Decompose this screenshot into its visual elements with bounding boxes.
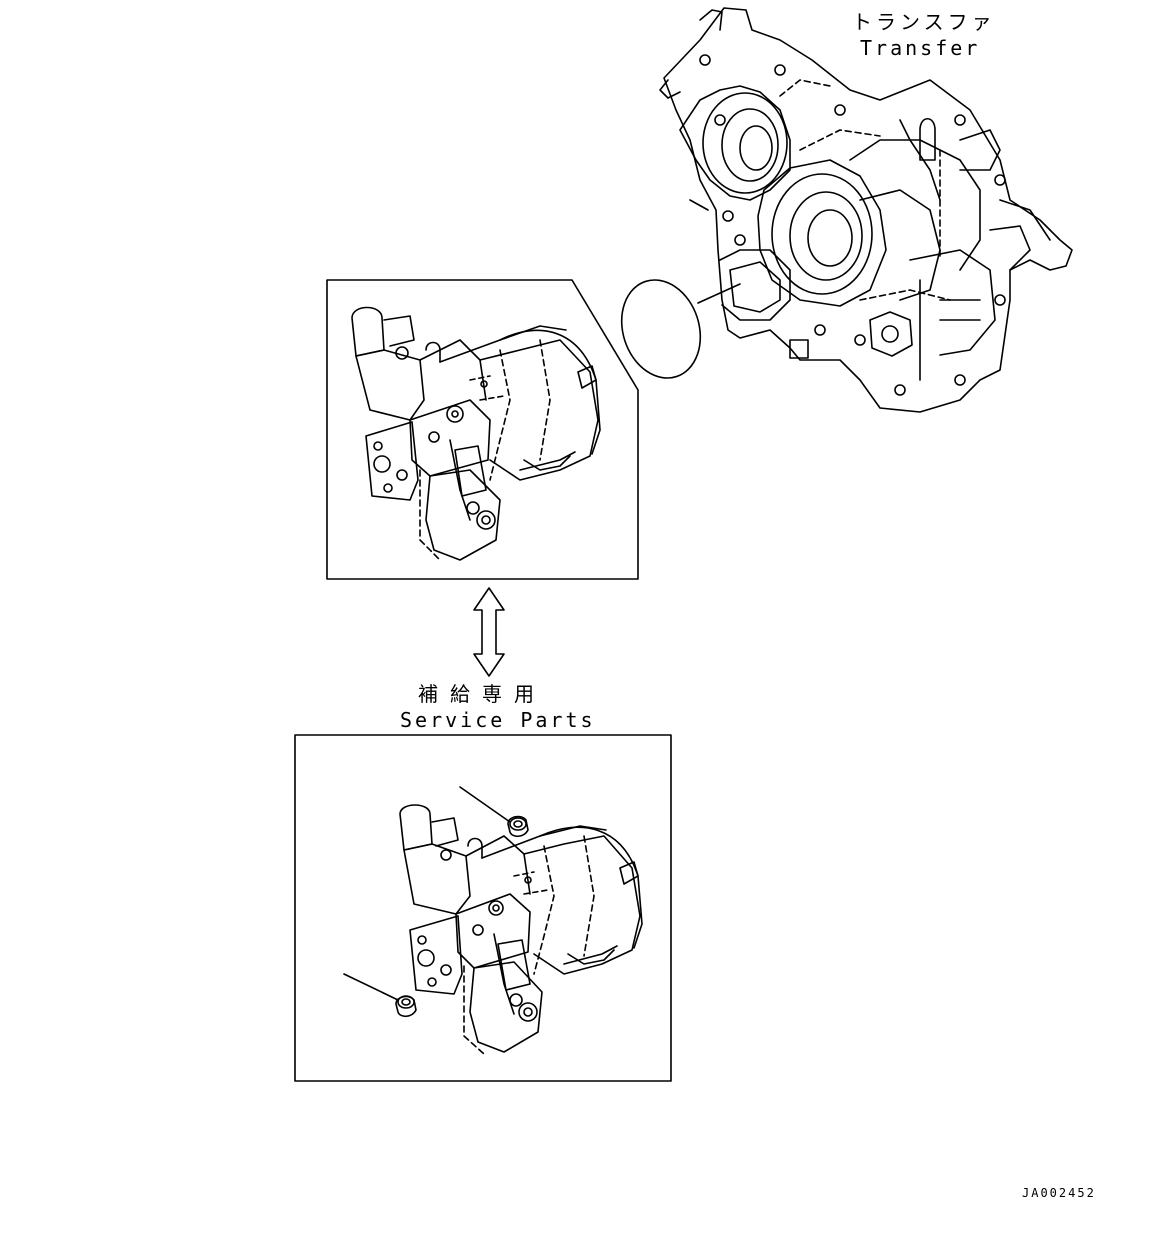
service-parts-label-en: Service Parts [400,708,596,732]
pump-assembly [351,306,601,561]
transfer-label-en: Transfer [860,36,981,60]
assembly-panel [326,279,639,580]
transfer-case [659,7,1073,413]
service-parts-label-jp: 補給専用 [418,682,546,706]
transfer-label-jp: トランスファ [852,10,996,34]
interchange-double-arrow [473,587,505,677]
service-parts-panel [294,734,672,1082]
drawing-number: JA002452 [1022,1186,1096,1200]
o-ring [620,279,702,379]
plug-lower [343,973,417,1018]
service-pump-assembly [399,804,643,1055]
o-ring-leader [697,283,741,304]
plug-upper [459,786,529,838]
